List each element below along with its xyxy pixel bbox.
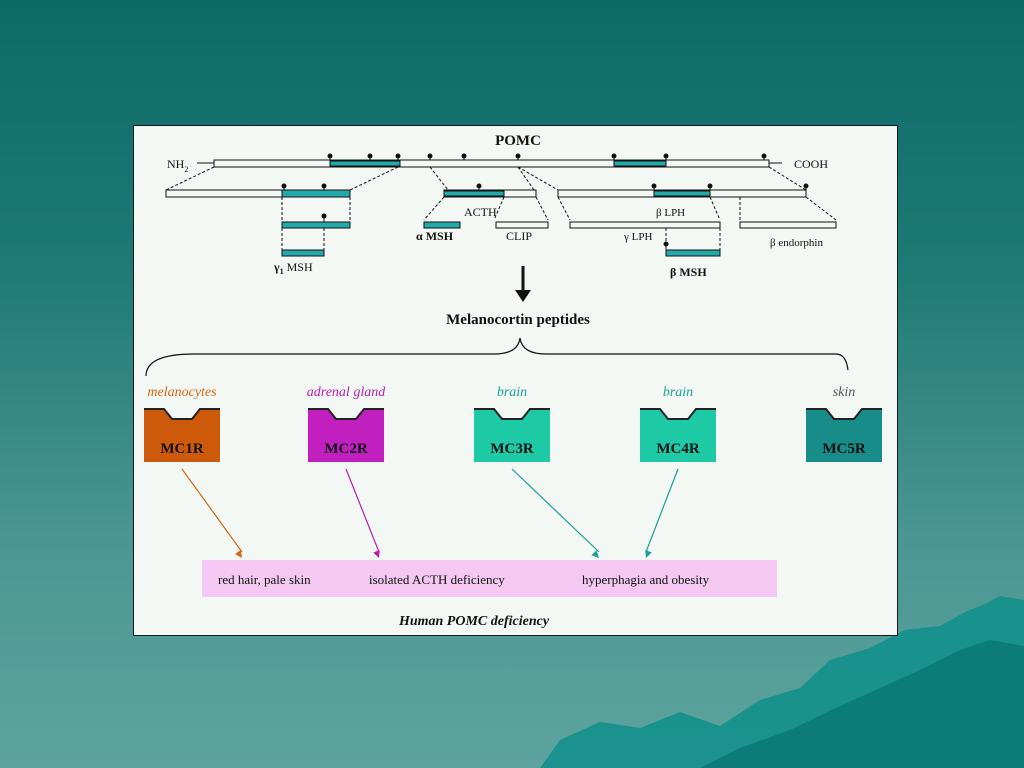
beta-lph-branch bbox=[557, 196, 837, 257]
receptor-arrow bbox=[645, 468, 679, 553]
acth-branch bbox=[423, 196, 549, 229]
gamma1-msh-label: γ1 MSH bbox=[273, 260, 313, 276]
mountain-decoration bbox=[700, 640, 1024, 768]
tissue-label: adrenal gland bbox=[307, 385, 386, 400]
deficiency-caption: Human POMC deficiency bbox=[398, 614, 550, 629]
phenotype-text: isolated ACTH deficiency bbox=[369, 572, 505, 587]
receptor-arrow bbox=[345, 468, 380, 553]
receptor-shape bbox=[474, 409, 550, 462]
nh2-label: NH2 bbox=[167, 157, 188, 174]
tissue-label: skin bbox=[833, 385, 856, 400]
receptor-outline bbox=[144, 408, 220, 420]
pomc-chain bbox=[197, 159, 782, 168]
receptor-shape bbox=[806, 409, 882, 462]
arrowhead-icon bbox=[373, 550, 380, 558]
acth-label: ACTH bbox=[464, 205, 497, 219]
tissue-label: brain bbox=[497, 385, 527, 400]
receptor-label: MC3R bbox=[490, 441, 533, 457]
receptor-shape bbox=[144, 409, 220, 462]
receptor-arrow bbox=[181, 468, 243, 553]
gamma-msh-branch bbox=[281, 197, 351, 257]
beta-endorphin-label: β endorphin bbox=[770, 237, 823, 249]
phenotype-text: hyperphagia and obesity bbox=[582, 572, 710, 587]
receptor-outline bbox=[474, 408, 550, 420]
beta-lph-label: β LPH bbox=[656, 207, 685, 219]
receptor-label: MC2R bbox=[324, 441, 367, 457]
tissue-label: brain bbox=[663, 385, 693, 400]
cooh-label: COOH bbox=[794, 157, 828, 171]
cleavage-markers bbox=[327, 153, 767, 160]
receptor-outline bbox=[806, 408, 882, 420]
figure-panel: POMC NH2 COOH bbox=[133, 125, 898, 636]
receptor-label: MC5R bbox=[822, 441, 865, 457]
pomc-fragments bbox=[165, 189, 807, 198]
receptor-shape bbox=[308, 409, 384, 462]
down-arrow-icon bbox=[515, 266, 531, 302]
clip-label: CLIP bbox=[506, 229, 532, 243]
phenotype-text: red hair, pale skin bbox=[218, 572, 311, 587]
beta-msh-label: β MSH bbox=[670, 265, 707, 279]
arrowhead-icon bbox=[645, 550, 652, 558]
melanocortin-title: Melanocortin peptides bbox=[446, 312, 590, 328]
phenotype-box bbox=[202, 560, 777, 597]
cleavage-markers bbox=[281, 183, 809, 190]
alpha-msh-label: α MSH bbox=[416, 229, 454, 243]
receptor-outline bbox=[308, 408, 384, 420]
receptor-arrow bbox=[511, 468, 600, 553]
gamma-lph-label: γ LPH bbox=[623, 231, 652, 243]
projection-lines bbox=[165, 166, 807, 191]
receptor-label: MC4R bbox=[656, 441, 699, 457]
tissue-label: melanocytes bbox=[147, 385, 217, 400]
arrowhead-icon bbox=[235, 550, 242, 558]
receptor-label: MC1R bbox=[160, 441, 203, 457]
receptor-shape bbox=[640, 409, 716, 462]
arrowhead-icon bbox=[591, 550, 599, 558]
receptor-outline bbox=[640, 408, 716, 420]
brace bbox=[145, 337, 849, 377]
pomc-title: POMC bbox=[495, 133, 541, 149]
